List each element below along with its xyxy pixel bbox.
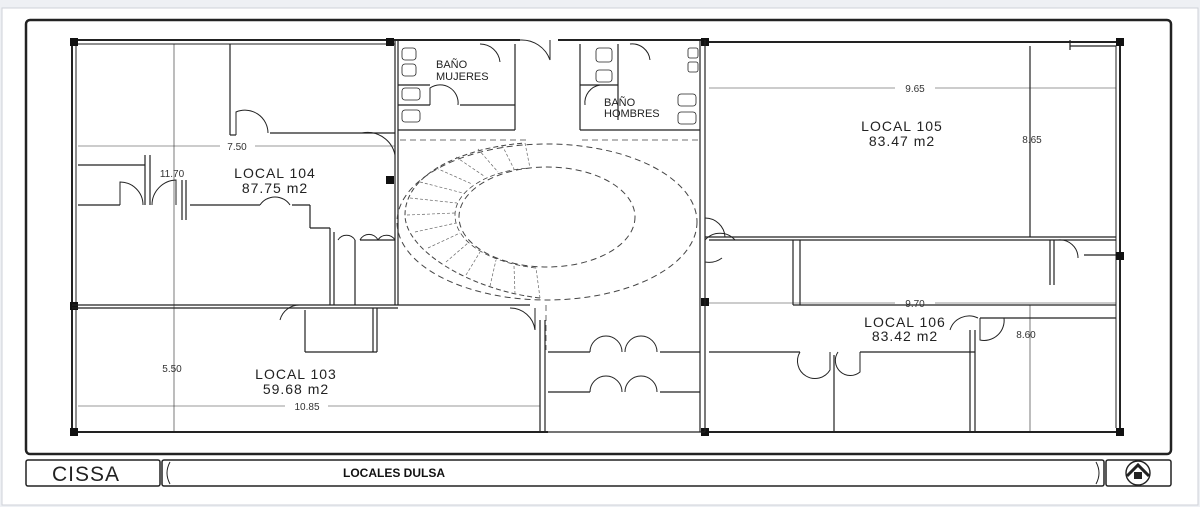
local-106-area: 83.42 m2 bbox=[872, 328, 938, 344]
bath-women-line1: BAÑO bbox=[436, 58, 468, 71]
bath-men-line2: HOMBRES bbox=[604, 108, 660, 120]
project-title: LOCALES DULSA bbox=[343, 466, 445, 480]
sanitary-fixtures bbox=[401, 47, 699, 125]
outer-walls bbox=[71, 39, 1121, 433]
dimension-lines bbox=[78, 87, 1116, 407]
local-103-area: 59.68 m2 bbox=[263, 381, 329, 397]
local-104-area: 87.75 m2 bbox=[242, 180, 308, 196]
local-104-name: LOCAL 104 bbox=[234, 165, 316, 181]
dimension-9-65: 9.65 bbox=[905, 84, 925, 95]
dimension-10-85: 10.85 bbox=[294, 402, 319, 413]
dimension-7-50: 7.50 bbox=[227, 142, 247, 153]
bath-men-line1: BAÑO bbox=[604, 96, 636, 109]
local-106-name: LOCAL 106 bbox=[864, 314, 946, 330]
bath-women-line2: MUJERES bbox=[436, 71, 489, 83]
title-block bbox=[25, 459, 1172, 487]
dimension-8-60: 8.60 bbox=[1016, 330, 1036, 341]
dimension-11-70: 11.70 bbox=[160, 169, 185, 180]
dimension-5-50: 5.50 bbox=[162, 364, 182, 375]
doors bbox=[119, 39, 1079, 393]
spiral-staircase bbox=[396, 139, 700, 350]
logo-icon bbox=[1125, 460, 1151, 486]
company-name: CISSA bbox=[52, 463, 120, 486]
dimension-9-70: 9.70 bbox=[905, 299, 925, 310]
sheet-frame bbox=[24, 18, 1173, 456]
local-105-name: LOCAL 105 bbox=[861, 118, 943, 134]
local-105-area: 83.47 m2 bbox=[869, 133, 935, 149]
dimension-8-65: 8.65 bbox=[1022, 135, 1042, 146]
local-103-name: LOCAL 103 bbox=[255, 366, 337, 382]
